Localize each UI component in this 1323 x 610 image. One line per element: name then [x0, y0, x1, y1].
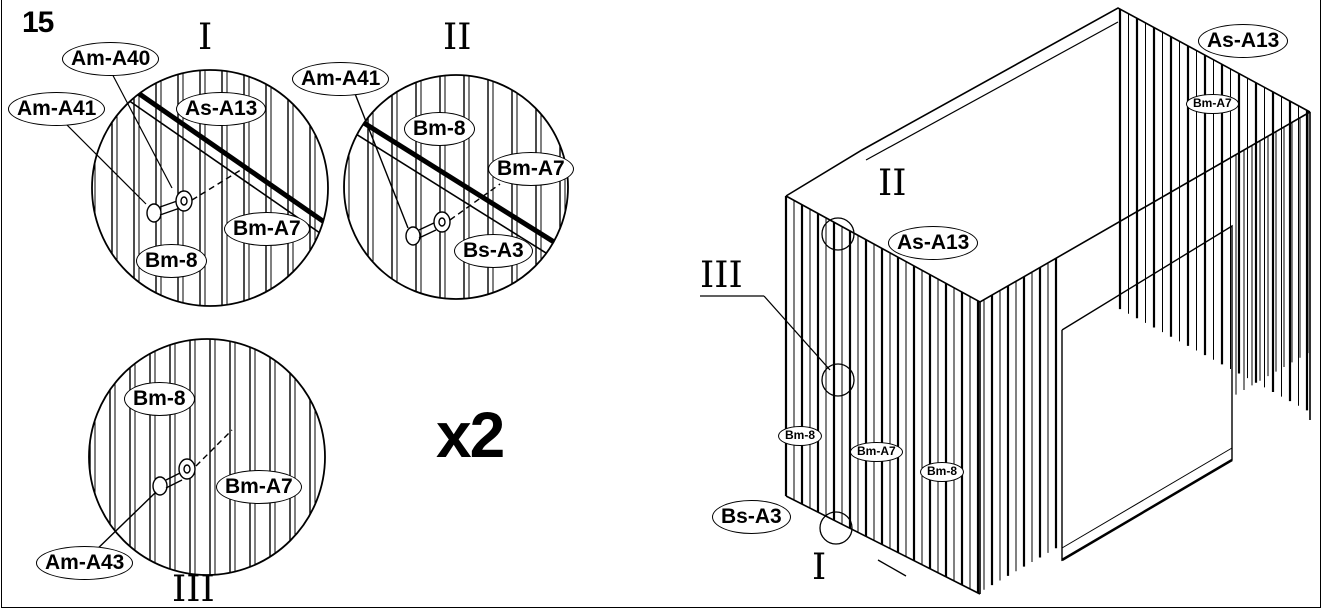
- overview-mark-iii: III: [700, 255, 743, 296]
- part-label-bs-a3: Bs-A3: [454, 234, 533, 268]
- part-label-as-a13: As-A13: [176, 92, 267, 126]
- part-label-bm-8: Bm-8: [136, 244, 207, 278]
- quantity-multiplier: x2: [436, 399, 505, 471]
- overview-mark-i: I: [812, 547, 827, 588]
- part-label-bm-8: Bm-8: [404, 112, 475, 146]
- part-label-as-a13: As-A13: [1198, 24, 1289, 58]
- part-label-bm-a7: Bm-A7: [850, 442, 903, 462]
- part-label-bm-a7: Bm-A7: [488, 152, 574, 186]
- detail-ii-title: II: [443, 17, 472, 58]
- detail-iii-title: III: [172, 569, 215, 610]
- detail-i-bolt: [146, 167, 245, 223]
- part-label-am-a41: Am-A41: [8, 92, 106, 126]
- part-label-bm-a7: Bm-A7: [1186, 94, 1239, 114]
- detail-ii-circle: [344, 75, 568, 299]
- detail-iii-bolt: [89, 429, 233, 557]
- part-label-am-a43: Am-A43: [36, 546, 134, 580]
- part-label-am-a40: Am-A40: [62, 42, 160, 76]
- part-label-bm-8: Bm-8: [124, 382, 195, 416]
- overview-detail-marks: [700, 217, 907, 577]
- part-label-bm-8: Bm-8: [778, 426, 823, 446]
- part-label-am-a41: Am-A41: [292, 62, 390, 96]
- detail-i-leaders: [61, 65, 173, 205]
- step-number: 15: [22, 6, 54, 39]
- part-label-bm-a7: Bm-A7: [224, 212, 310, 246]
- detail-ii-bolt: [351, 85, 501, 246]
- overview-mark-ii: II: [878, 163, 907, 204]
- part-label-bs-a3: Bs-A3: [712, 500, 791, 534]
- part-label-bm-8: Bm-8: [920, 462, 965, 482]
- part-label-as-a13: As-A13: [888, 226, 979, 260]
- detail-i-title: I: [198, 17, 213, 58]
- shed-overview: [784, 7, 1311, 595]
- part-label-bm-a7: Bm-A7: [216, 470, 302, 504]
